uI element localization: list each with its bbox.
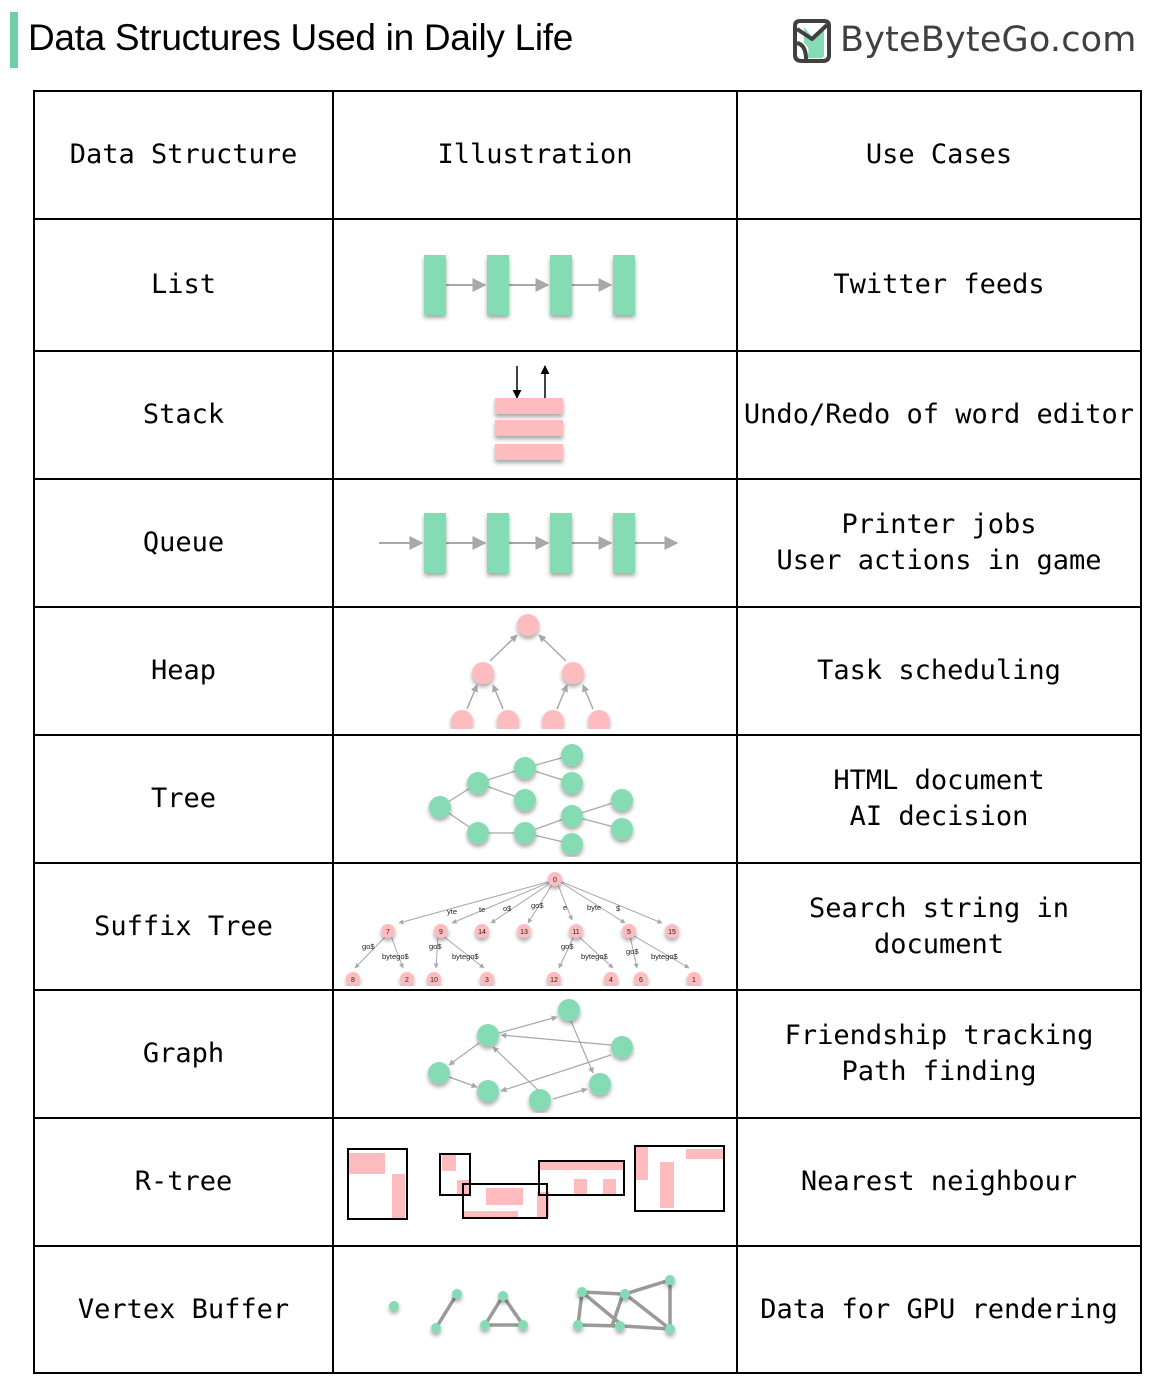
svg-text:go$: go$ bbox=[362, 942, 375, 951]
stack-illustration bbox=[495, 365, 563, 460]
svg-text:te: te bbox=[479, 905, 485, 914]
use-cases: HTML document AI decision bbox=[736, 734, 1142, 864]
svg-text:o$: o$ bbox=[503, 904, 512, 913]
svg-text:11: 11 bbox=[572, 929, 579, 936]
svg-text:7: 7 bbox=[386, 929, 390, 936]
structure-name: Suffix Tree bbox=[33, 862, 334, 991]
illustration-cell bbox=[332, 734, 738, 864]
structure-name: Graph bbox=[33, 989, 334, 1119]
title-accent-bar bbox=[10, 12, 18, 68]
brand-logo: ByteByteGo.com bbox=[792, 14, 1137, 66]
structure-name: List bbox=[33, 218, 334, 352]
structure-name: Tree bbox=[33, 734, 334, 864]
structure-name: Heap bbox=[33, 606, 334, 736]
svg-text:bytego$: bytego$ bbox=[452, 952, 480, 961]
page-title: Data Structures Used in Daily Life bbox=[28, 17, 574, 58]
r-tree-illustration bbox=[347, 1145, 725, 1220]
illustration-cell bbox=[332, 1245, 738, 1374]
illustration-cell bbox=[332, 989, 738, 1119]
use-cases: Search string in document bbox=[736, 862, 1142, 991]
use-cases: Nearest neighbour bbox=[736, 1117, 1142, 1247]
illustration-cell bbox=[332, 1117, 738, 1247]
structure-name: R-tree bbox=[33, 1117, 334, 1247]
brand-name: ByteByteGo.com bbox=[840, 20, 1137, 60]
data-structures-table: Data Structure Illustration Use Cases Li… bbox=[33, 90, 1142, 1374]
structure-name: Stack bbox=[33, 350, 334, 480]
graph-illustration bbox=[428, 999, 633, 1111]
svg-text:5: 5 bbox=[627, 929, 631, 936]
use-cases: Data for GPU rendering bbox=[736, 1245, 1142, 1374]
svg-text:6: 6 bbox=[639, 977, 643, 984]
structure-name: Vertex Buffer bbox=[33, 1245, 334, 1374]
table-row: Tree bbox=[33, 734, 1142, 864]
use-cases: Friendship tracking Path finding bbox=[736, 989, 1142, 1119]
svg-text:9: 9 bbox=[439, 929, 443, 936]
svg-text:3: 3 bbox=[485, 977, 489, 984]
queue-illustration bbox=[379, 513, 679, 573]
table-row: Heap bbox=[33, 606, 1142, 736]
use-cases: Task scheduling bbox=[736, 606, 1142, 736]
svg-text:14: 14 bbox=[478, 929, 486, 936]
svg-text:13: 13 bbox=[520, 929, 528, 936]
svg-text:15: 15 bbox=[668, 929, 676, 936]
structure-name: Queue bbox=[33, 478, 334, 608]
svg-text:go$: go$ bbox=[561, 942, 574, 951]
table-row: Suffix Tree bbox=[33, 862, 1142, 991]
linked-list-illustration bbox=[424, 255, 635, 315]
svg-text:0: 0 bbox=[553, 877, 557, 884]
table-header-row: Data Structure Illustration Use Cases bbox=[33, 90, 1142, 220]
illustration-cell: yte te o$ go$ e byte $ go$ bytego$ go$ b… bbox=[332, 862, 738, 991]
svg-text:byte: byte bbox=[587, 903, 601, 912]
svg-text:4: 4 bbox=[609, 977, 613, 984]
table-row: Graph bbox=[33, 989, 1142, 1119]
svg-text:e: e bbox=[563, 903, 567, 912]
table-row: Queue Printer jobs User actions in ga bbox=[33, 478, 1142, 608]
svg-text:8: 8 bbox=[351, 977, 355, 984]
svg-text:go$: go$ bbox=[531, 901, 544, 910]
svg-text:1: 1 bbox=[692, 977, 696, 984]
svg-text:yte: yte bbox=[447, 907, 457, 916]
column-header-data-structure: Data Structure bbox=[33, 90, 334, 220]
table-row: Vertex Buffer bbox=[33, 1245, 1142, 1374]
illustration-cell bbox=[332, 350, 738, 480]
use-cases: Undo/Redo of word editor bbox=[736, 350, 1142, 480]
illustration-cell bbox=[332, 478, 738, 608]
svg-text:12: 12 bbox=[550, 977, 558, 984]
svg-text:$: $ bbox=[616, 904, 621, 913]
use-cases: Printer jobs User actions in game bbox=[736, 478, 1142, 608]
tree-illustration bbox=[429, 744, 633, 855]
column-header-use-cases: Use Cases bbox=[736, 90, 1142, 220]
use-cases: Twitter feeds bbox=[736, 218, 1142, 352]
svg-text:go$: go$ bbox=[429, 942, 442, 951]
suffix-tree-illustration: yte te o$ go$ e byte $ go$ bytego$ go$ b… bbox=[346, 871, 701, 986]
bytebytego-logo-icon bbox=[793, 19, 831, 63]
heap-illustration bbox=[451, 614, 610, 729]
table-row: Stack Undo/Redo of word editor bbox=[33, 350, 1142, 480]
svg-text:go$: go$ bbox=[626, 947, 639, 956]
svg-text:bytego$: bytego$ bbox=[581, 952, 609, 961]
table-row: List Twitter feeds bbox=[33, 218, 1142, 352]
illustration-cell bbox=[332, 218, 738, 352]
svg-text:10: 10 bbox=[430, 977, 438, 984]
illustration-cell bbox=[332, 606, 738, 736]
column-header-illustration: Illustration bbox=[332, 90, 738, 220]
vertex-buffer-illustration bbox=[389, 1274, 675, 1334]
svg-text:bytego$: bytego$ bbox=[651, 952, 679, 961]
svg-text:bytego$: bytego$ bbox=[382, 952, 410, 961]
table-row: R-tree bbox=[33, 1117, 1142, 1247]
svg-text:2: 2 bbox=[405, 977, 409, 984]
